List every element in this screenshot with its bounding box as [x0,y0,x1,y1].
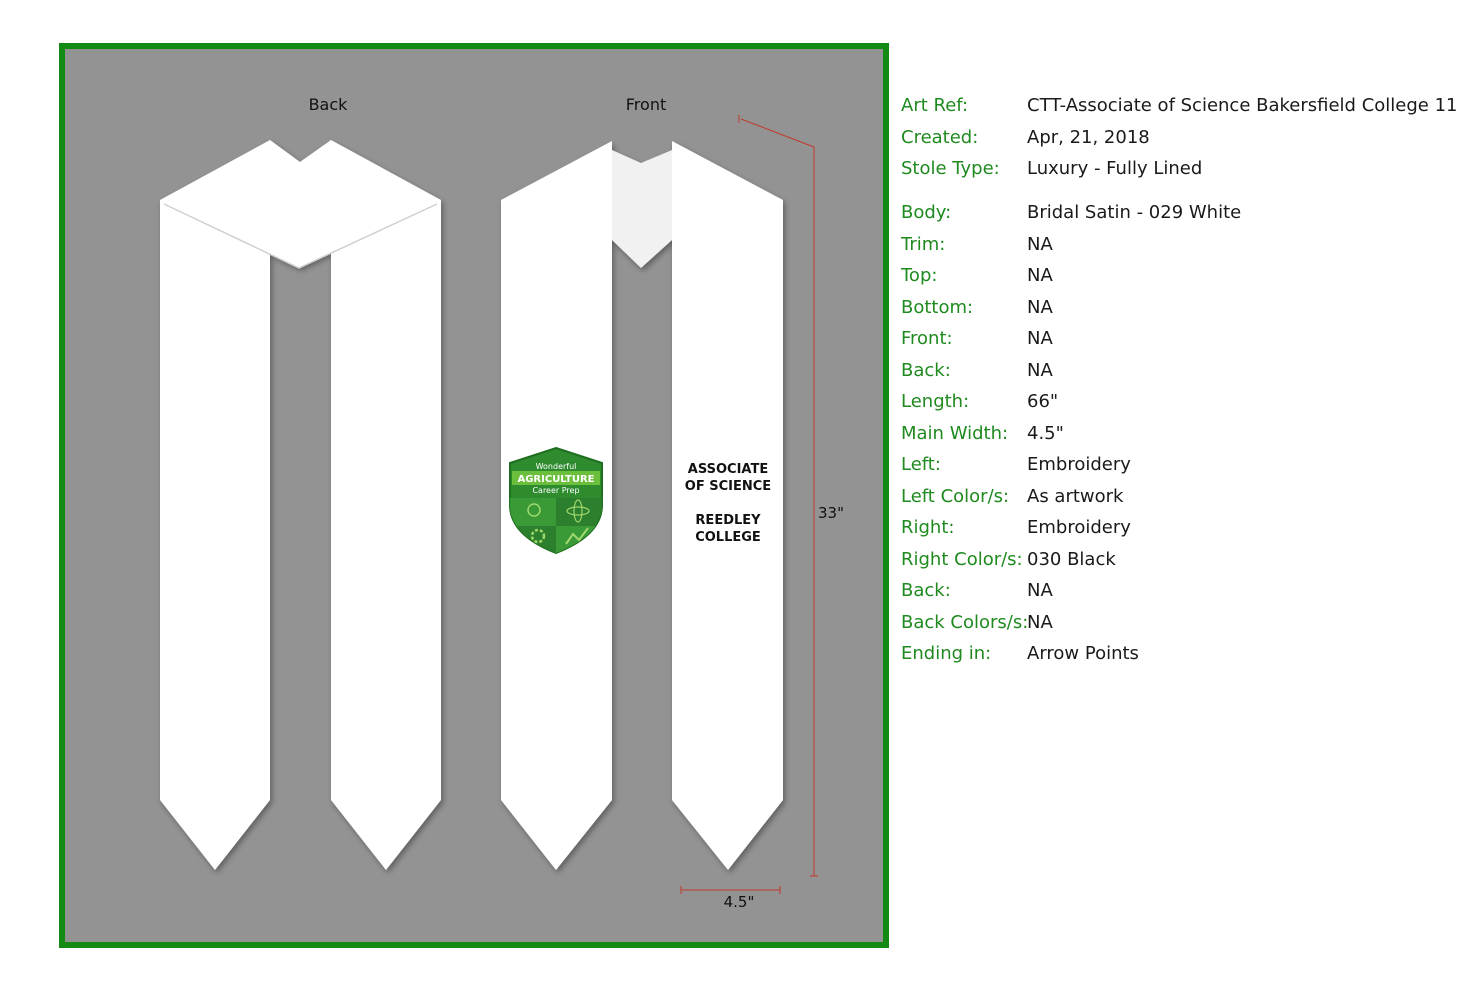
back-stole-left-panel [160,200,270,870]
right-embroidery-text: ASSOCIATE OF SCIENCE REEDLEY COLLEGE [685,462,771,545]
spec-value: CTT-Associate of Science Bakersfield Col… [1027,95,1457,116]
spec-row-right-colors: Right Color/s: 030 Black [901,546,1441,574]
spec-value: NA [1027,234,1053,255]
spec-value: NA [1027,612,1053,633]
spec-label: Art Ref: [901,95,969,116]
back-view-label: Back [309,95,349,114]
length-dimension-label: 33" [818,504,844,522]
spec-value: NA [1027,265,1053,286]
spec-row-front: Front: NA [901,325,1441,353]
spec-row-back-colors: Back Colors/s: NA [901,609,1441,637]
spec-value: NA [1027,360,1053,381]
logo-line-1: Wonderful [536,462,577,471]
spec-value: Bridal Satin - 029 White [1027,202,1242,223]
back-stole [160,140,441,870]
spec-value: Arrow Points [1027,643,1139,664]
spec-row-body: Body: Bridal Satin - 029 White [901,199,1441,227]
spec-row-length: Length: 66" [901,388,1441,416]
spec-label: Created: [901,127,979,148]
spec-value: Embroidery [1027,454,1131,475]
stole-diagram: Back Front [160,95,844,911]
length-dimension: 33" [738,115,844,877]
spec-label: Main Width: [901,423,1009,444]
spec-row-right: Right: Embroidery [901,514,1441,542]
spec-value: Embroidery [1027,517,1131,538]
spec-row-created: Created: Apr, 21, 2018 [901,124,1441,152]
width-dimension-label: 4.5" [724,893,755,911]
spec-value: NA [1027,580,1053,601]
spec-row-stole-type: Stole Type: Luxury - Fully Lined [901,155,1441,183]
spec-label: Top: [901,265,938,286]
spec-label: Left: [901,454,941,475]
spec-label: Body: [901,202,952,223]
spec-label: Ending in: [901,643,992,664]
spec-value: 030 Black [1027,549,1116,570]
spec-row-main-width: Main Width: 4.5" [901,420,1441,448]
spec-value: 66" [1027,391,1059,412]
back-stole-collar [160,140,441,268]
back-collar-fold [163,203,438,269]
spec-row-art-ref: Art Ref: CTT-Associate of Science Bakers… [901,92,1457,120]
spec-label: Stole Type: [901,158,1000,179]
atom-icon [566,506,590,516]
spec-label: Back Colors/s: [901,612,1029,633]
spec-value: As artwork [1027,486,1124,507]
stole-preview-panel: Back Front [59,43,889,948]
spec-value: NA [1027,328,1053,349]
spec-value: Apr, 21, 2018 [1027,127,1150,148]
back-stole-right-panel [331,200,441,870]
front-stole-inner-collar [612,150,672,268]
embroidery-line-1: ASSOCIATE [688,462,768,477]
spec-label: Back: [901,360,951,381]
embroidery-line-2: OF SCIENCE [685,479,771,494]
spec-label: Back: [901,580,951,601]
spec-label: Right Color/s: [901,549,1023,570]
spec-value: Luxury - Fully Lined [1027,158,1203,179]
embroidery-line-3: REEDLEY [695,513,761,528]
front-view-label: Front [626,95,666,114]
spec-label: Right: [901,517,955,538]
spec-row-trim: Trim: NA [901,231,1441,259]
spec-row-top: Top: NA [901,262,1441,290]
spec-label: Bottom: [901,297,974,318]
spec-row-left-colors: Left Color/s: As artwork [901,483,1441,511]
embroidery-line-4: COLLEGE [695,530,761,545]
spec-label: Left Color/s: [901,486,1010,507]
spec-label: Length: [901,391,970,412]
spec-row-back: Back: NA [901,357,1441,385]
spec-row-ending: Ending in: Arrow Points [901,640,1441,668]
spec-row-left: Left: Embroidery [901,451,1441,479]
spec-row-bottom: Bottom: NA [901,294,1441,322]
spec-value: NA [1027,297,1053,318]
gear-icon [530,528,546,544]
spec-value: 4.5" [1027,423,1064,444]
chart-icon [565,527,589,545]
spec-label: Trim: [901,234,946,255]
spec-label: Front: [901,328,953,349]
spec-row-back-2: Back: NA [901,577,1441,605]
width-dimension: 4.5" [680,886,781,911]
sun-icon [527,503,541,517]
logo-line-2: AGRICULTURE [517,474,594,485]
front-stole-right-panel [672,141,783,870]
logo-line-3: Career Prep [532,486,579,495]
